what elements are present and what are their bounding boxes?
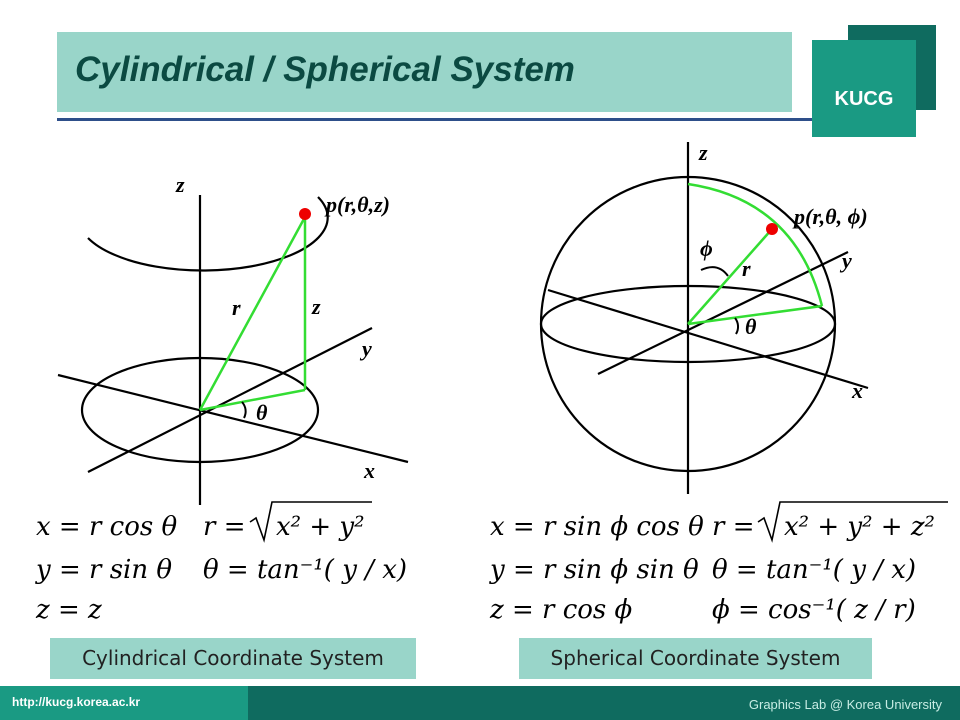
cyl-proj-line (199, 388, 306, 412)
sph-sqrt-sign (757, 501, 948, 543)
sph-phi-label: ϕ (700, 236, 713, 261)
page-title: Cylindrical / Spherical System (75, 50, 575, 89)
cyl-eq-y: y = r sin θ (35, 555, 172, 585)
spherical-diagram: z y x p(r,θ, ϕ) r ϕ θ (539, 140, 869, 494)
sph-x-axis-label: x (851, 378, 863, 403)
spherical-caption: Spherical Coordinate System (519, 638, 872, 679)
sph-eq-y: y = r sin ϕ sin θ (489, 555, 699, 585)
sph-theta-arc (734, 317, 740, 335)
sph-meridian-arc (687, 182, 824, 307)
cylindrical-caption: Cylindrical Coordinate System (50, 638, 416, 679)
diagram-canvas: z y x p(r,θ,z) r z θ z y x p(r,θ, ϕ) r ϕ… (35, 140, 948, 625)
cyl-eq-z: z = z (35, 595, 102, 625)
logo-text: KUCG (834, 88, 894, 110)
sph-eq-z: z = r cos ϕ (489, 595, 633, 625)
sph-eq-r-prefix: r = (712, 512, 754, 542)
cyl-sqrt-sign (249, 501, 372, 543)
sph-point-label: p(r,θ, ϕ) (792, 204, 868, 229)
sph-z-axis-label: z (698, 140, 708, 165)
sph-theta-label: θ (745, 314, 757, 339)
cylindrical-diagram: z y x p(r,θ,z) r z θ (57, 172, 409, 505)
sph-eq-phi: ϕ = cos⁻¹( z / r) (712, 595, 916, 625)
cyl-y-axis-label: y (359, 336, 372, 361)
cyl-x-axis (57, 373, 409, 464)
sph-x-axis (547, 288, 869, 390)
spherical-equations: x = r sin ϕ cos θ r = x² + y² + z² y = r… (489, 501, 948, 625)
sph-eq-theta: θ = tan⁻¹( y / x) (712, 555, 916, 585)
title-banner (57, 32, 792, 112)
cyl-r-line (198, 216, 307, 411)
cyl-eq-theta: θ = tan⁻¹( y / x) (203, 555, 407, 585)
cyl-eq-radicand: x² + y² (276, 512, 365, 542)
cyl-r-label: r (232, 295, 241, 320)
sph-y-axis (597, 251, 849, 375)
cyl-eq-x: x = r cos θ (36, 512, 177, 542)
footer-credit: Graphics Lab @ Korea University (748, 697, 942, 712)
cyl-point-marker (299, 208, 311, 220)
sph-proj-line (687, 304, 823, 326)
cyl-x-axis-label: x (363, 458, 375, 483)
sph-point-marker (766, 223, 778, 235)
cyl-y-axis (87, 327, 373, 473)
sph-eq-radicand: x² + y² + z² (784, 512, 935, 542)
cyl-theta-arc (241, 401, 247, 419)
cyl-top-arc (87, 196, 329, 272)
cylindrical-equations: x = r cos θ r = x² + y² y = r sin θ θ = … (35, 501, 407, 625)
cyl-theta-label: θ (256, 400, 268, 425)
sph-r-label: r (742, 256, 751, 281)
cyl-z-axis-label: z (175, 172, 185, 197)
sph-y-axis-label: y (839, 248, 852, 273)
cyl-eq-r-prefix: r = (203, 512, 245, 542)
logo-front-square (812, 40, 916, 137)
sph-r-line (687, 228, 773, 325)
cyl-z-label: z (311, 294, 321, 319)
footer-url[interactable]: http://kucg.korea.ac.kr (12, 695, 141, 709)
title-underline (57, 118, 817, 121)
cyl-point-label: p(r,θ,z) (324, 192, 390, 217)
footer-url-box (0, 686, 248, 720)
sph-phi-arc (700, 266, 729, 277)
sph-eq-x: x = r sin ϕ cos θ (490, 512, 704, 542)
